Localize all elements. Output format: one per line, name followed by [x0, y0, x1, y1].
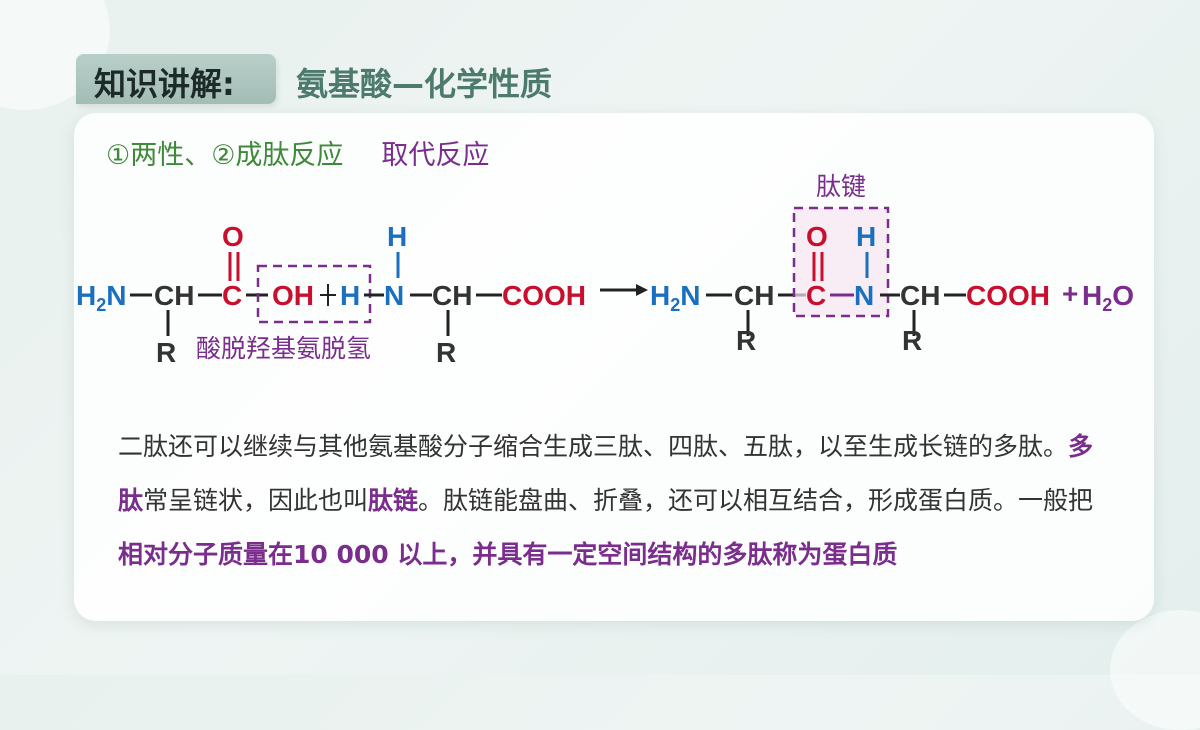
peptide-carbon: C — [806, 280, 826, 311]
carbonyl-oxygen-left: O — [222, 221, 244, 252]
carboxyl-group-product: COOH — [966, 280, 1050, 311]
peptide-hydrogen: H — [856, 221, 876, 252]
amine-nitrogen: N — [384, 280, 404, 311]
r-group-product-1: R — [736, 325, 756, 356]
r-group-left: R — [156, 337, 176, 368]
highlight-polypeptide: 多肽 — [118, 432, 1094, 515]
alpha-carbon-product-1: CH — [734, 280, 774, 311]
alpha-carbon-left: CH — [154, 280, 194, 311]
para-text-2: 常呈链状，因此也叫 — [143, 486, 369, 515]
carbonyl-carbon-left: C — [222, 280, 242, 311]
peptide-nitrogen: N — [854, 280, 874, 311]
peptide-oxygen: O — [806, 221, 828, 252]
alpha-carbon-second: CH — [432, 280, 472, 311]
alpha-carbon-product-2: CH — [900, 280, 940, 311]
peptide-bond-box — [792, 206, 890, 318]
r-group-second: R — [436, 337, 456, 368]
highlight-protein-definition: 相对分子质量在10 000 以上，并具有一定空间结构的多肽称为蛋白质 — [118, 540, 898, 569]
content-card — [74, 113, 1154, 621]
title-tag — [76, 54, 276, 104]
amine-top-hydrogen: H — [387, 221, 407, 252]
r-group-product-2: R — [902, 325, 922, 356]
amine-hydrogen: H — [340, 280, 360, 311]
hydroxyl-group: OH — [272, 280, 314, 311]
plus-sign: + — [1062, 278, 1078, 309]
para-text-1: 二肽还可以继续与其他氨基酸分子缩合生成三肽、四肽、五肽，以至生成长链的多肽。 — [118, 432, 1069, 461]
highlight-peptide-chain: 肽链 — [368, 486, 419, 515]
peptide-reaction-diagram: H2N CH R C O OH H N H CH R COOH H2N CH R — [76, 172, 1134, 368]
water-molecule: H2O — [1082, 280, 1134, 315]
amino-group-left: H2N — [76, 280, 126, 315]
substitution-label: 取代反应 — [381, 140, 490, 171]
para-text-3: 。肽链能盘曲、折叠，还可以相互结合，形成蛋白质。一般把 — [418, 486, 1094, 515]
explanation-paragraph: 二肽还可以继续与其他氨基酸分子缩合生成三肽、四肽、五肽，以至生成长链的多肽。多肽… — [118, 420, 1098, 582]
removal-label: 酸脱羟基氨脱氢 — [196, 334, 371, 363]
amino-group-product: H2N — [650, 280, 700, 315]
carboxyl-group-second: COOH — [502, 280, 586, 311]
peptide-bond-label: 肽键 — [816, 172, 866, 201]
decor-circle — [1110, 610, 1200, 730]
page-title: 氨基酸—化学性质 — [296, 65, 553, 103]
property-list: ①两性、②成肽反应 — [106, 140, 344, 171]
properties-line: ①两性、②成肽反应 取代反应 — [106, 133, 489, 172]
reaction-arrow-head — [636, 284, 648, 296]
title-label: 知识讲解: — [94, 65, 235, 103]
